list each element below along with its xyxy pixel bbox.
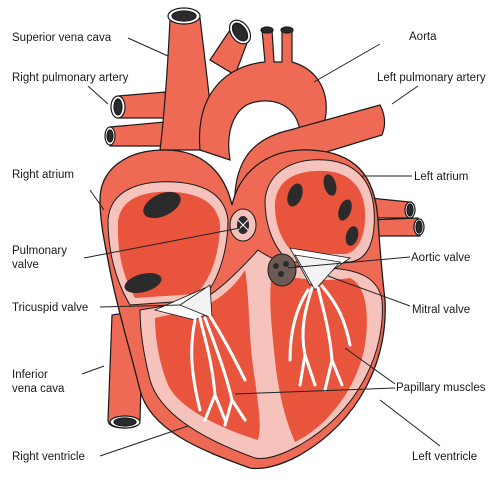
- pulmonary-valve: [230, 209, 256, 241]
- pulmonary-vein-upper-lumen: [407, 204, 413, 216]
- label-tricuspid-valve: Tricuspid valve: [12, 302, 88, 314]
- right-pulmonary-artery-lower: [110, 122, 168, 146]
- pulmonary-vein-lower-lumen: [416, 221, 422, 233]
- inferior-vena-cava-lumen: [114, 418, 136, 426]
- label-left-atrium: Left atrium: [414, 171, 468, 183]
- right-pulmonary-artery-upper-lumen: [114, 99, 122, 115]
- superior-vena-cava-lumen: [172, 11, 196, 21]
- heart-body: [100, 150, 385, 469]
- aorta-branch-1-opening: [261, 27, 273, 33]
- label-inferior-vena-cava-line2: vena cava: [12, 383, 65, 395]
- label-papillary-muscles: Papillary muscles: [396, 382, 486, 394]
- aortic-valve: [268, 254, 296, 286]
- label-left-ventricle: Left ventricle: [412, 451, 477, 463]
- label-left-pulmonary-artery: Left pulmonary artery: [377, 72, 486, 84]
- aorta-branch-2-opening: [281, 27, 293, 33]
- label-aortic-valve: Aortic valve: [411, 252, 470, 264]
- label-right-pulmonary-artery: Right pulmonary artery: [12, 72, 129, 84]
- label-pulmonary-valve-line1: Pulmonary: [12, 245, 67, 257]
- right-pulmonary-artery-upper: [118, 92, 168, 118]
- label-right-atrium: Right atrium: [12, 169, 74, 181]
- label-superior-vena-cava: Superior vena cava: [12, 32, 112, 44]
- label-mitral-valve: Mitral valve: [412, 304, 470, 316]
- label-inferior-vena-cava-line1: Inferior: [12, 369, 48, 381]
- label-pulmonary-valve-line2: valve: [12, 259, 39, 271]
- label-right-ventricle: Right ventricle: [12, 451, 85, 463]
- right-pulmonary-artery-lower-lumen: [107, 130, 113, 142]
- label-aorta: Aorta: [409, 31, 437, 43]
